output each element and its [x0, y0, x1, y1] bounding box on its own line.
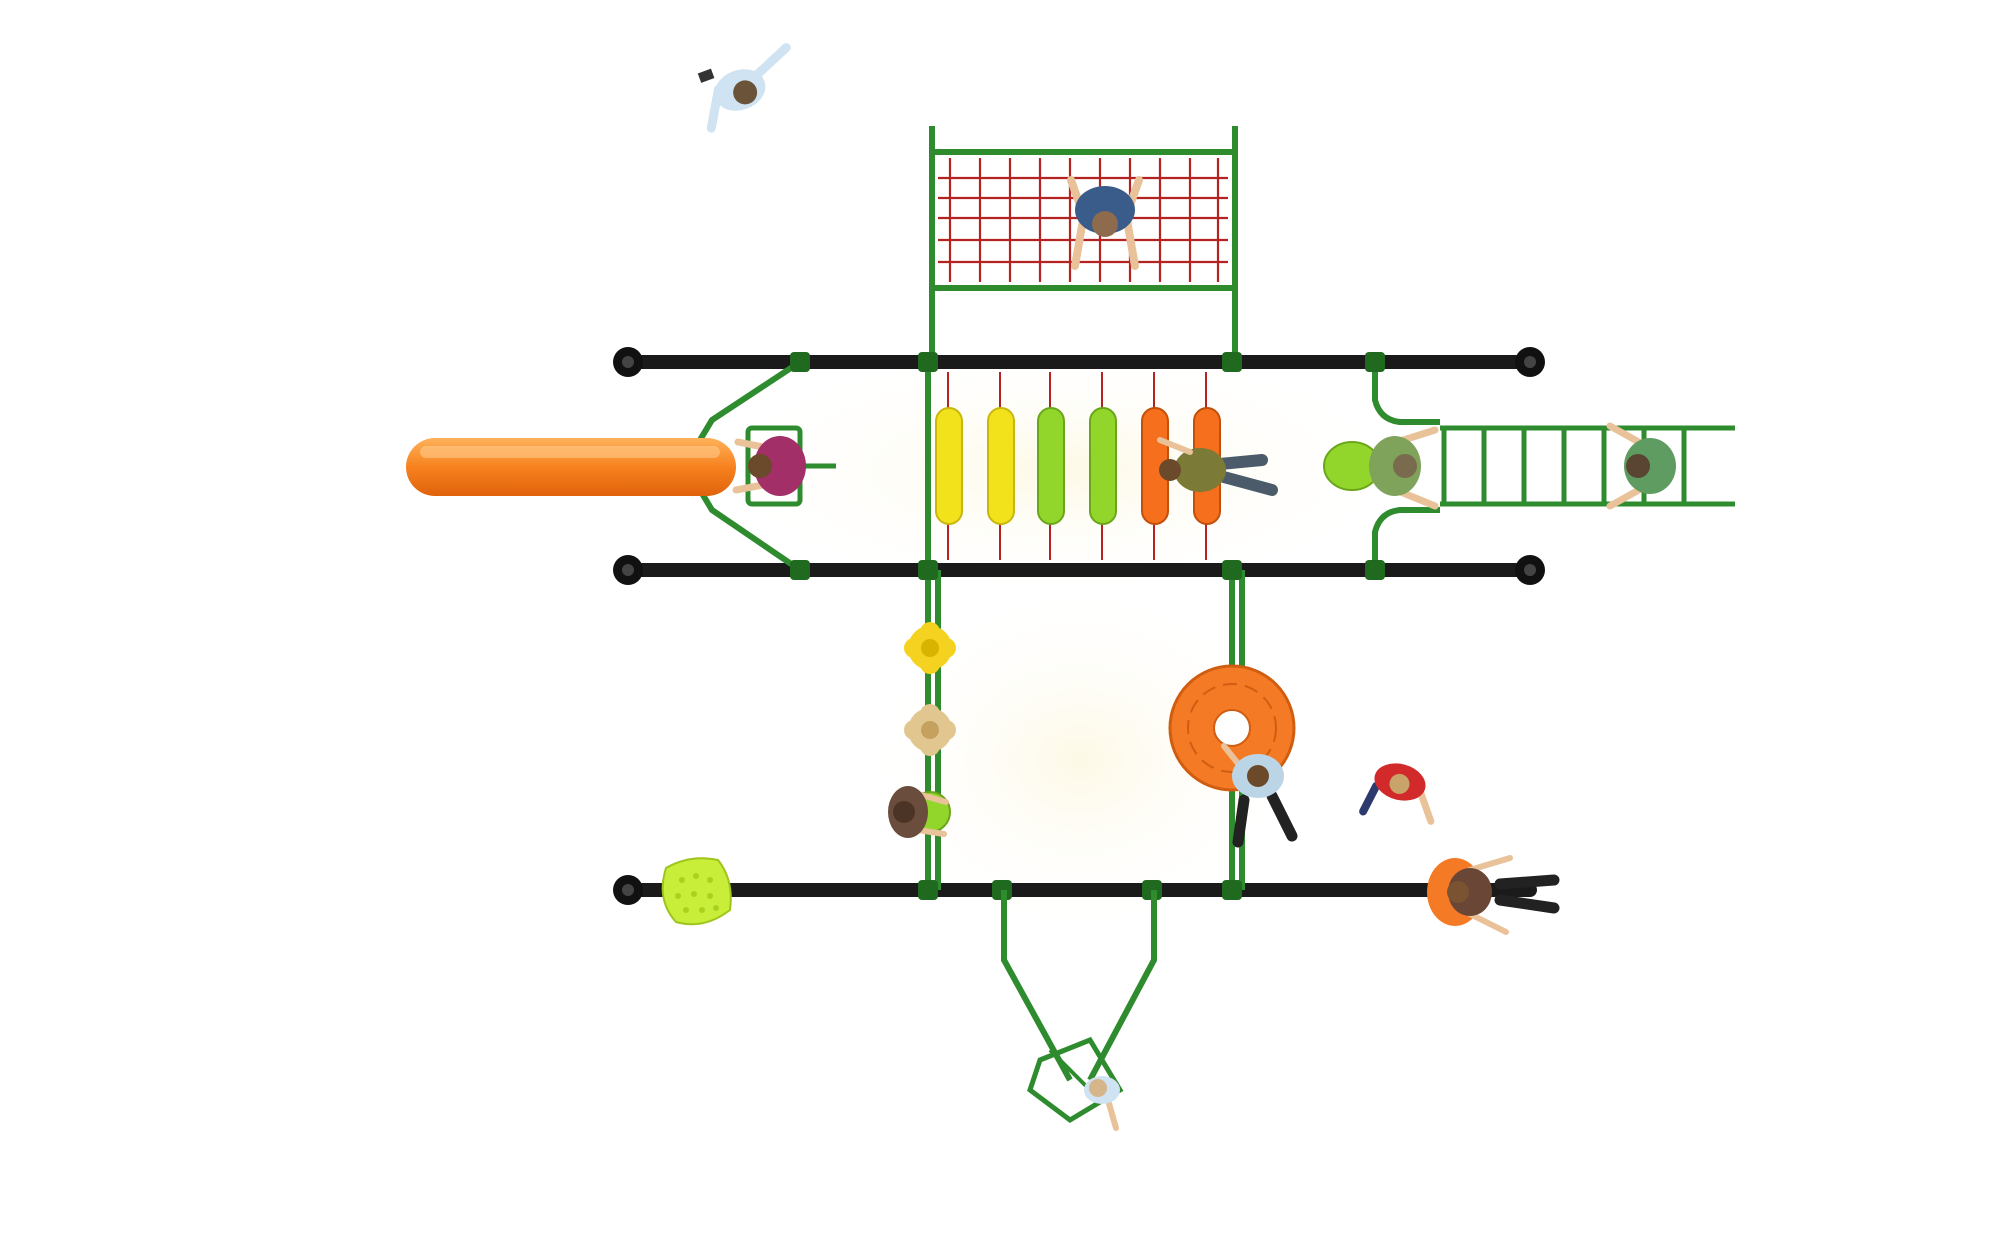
- slide: [406, 438, 736, 496]
- person-on-ladder: [1606, 422, 1676, 510]
- person-on-net: [1067, 176, 1143, 270]
- person-top-left: [697, 43, 791, 133]
- horizontal-ladder: [1440, 425, 1735, 507]
- disc-yellow: [935, 407, 963, 525]
- person-at-spinner: [1221, 743, 1298, 848]
- hanging-discs: [935, 372, 1221, 560]
- person-on-discs: [1157, 437, 1278, 496]
- person-near-ladder: [1369, 426, 1439, 510]
- flower-stepper-tan: [904, 704, 956, 756]
- person-bottom-right: [1447, 855, 1560, 935]
- person-on-swing: [1084, 1076, 1120, 1131]
- disc-lime: [1037, 407, 1065, 525]
- disc-lime: [1089, 407, 1117, 525]
- disc-yellow: [987, 407, 1015, 525]
- person-on-slide-platform: [732, 436, 806, 496]
- floor-glow-lower: [860, 580, 1300, 940]
- flower-stepper-yellow: [904, 622, 956, 674]
- person-red-shirt: [1359, 763, 1435, 825]
- lime-spinner-pad: [661, 857, 732, 926]
- climbing-net-panel: [929, 126, 1238, 360]
- person-left-lower: [888, 786, 949, 838]
